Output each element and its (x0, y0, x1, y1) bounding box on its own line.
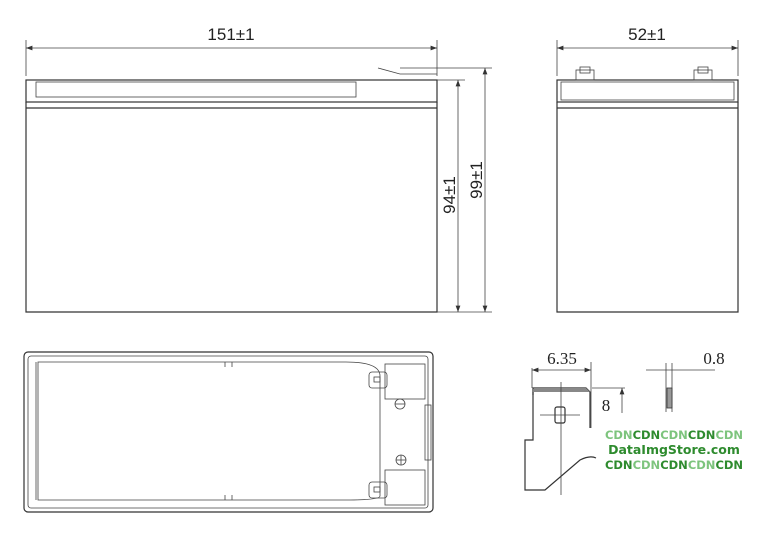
terminal-width-dimension: 6.35 (547, 349, 577, 368)
terminal-height-dimension: 8 (602, 396, 611, 415)
side-view: 52±1 (556, 25, 739, 313)
terminal-thickness-dimension: 0.8 (703, 349, 724, 368)
terminal-detail: 6.35 8 0.8 (524, 349, 725, 495)
svg-text:DataImgStore.com: DataImgStore.com (608, 442, 740, 457)
svg-text:CDNCDNCDNCDNCDN: CDNCDNCDNCDNCDN (605, 458, 743, 472)
top-view (23, 351, 434, 513)
total-height-dimension: 99±1 (467, 161, 486, 199)
terminal-icon (575, 69, 595, 81)
svg-text:CDNCDNCDNCDNCDN: CDNCDNCDNCDNCDN (605, 428, 743, 442)
terminal-icon (693, 69, 713, 81)
body-height-dimension: 94±1 (440, 176, 459, 214)
width-dimension: 52±1 (628, 25, 666, 44)
watermark: CDNCDNCDNCDNCDN DataImgStore.com CDNCDNC… (605, 428, 743, 472)
front-view: 151±1 94±1 99±1 (25, 25, 492, 313)
length-dimension: 151±1 (207, 25, 254, 44)
